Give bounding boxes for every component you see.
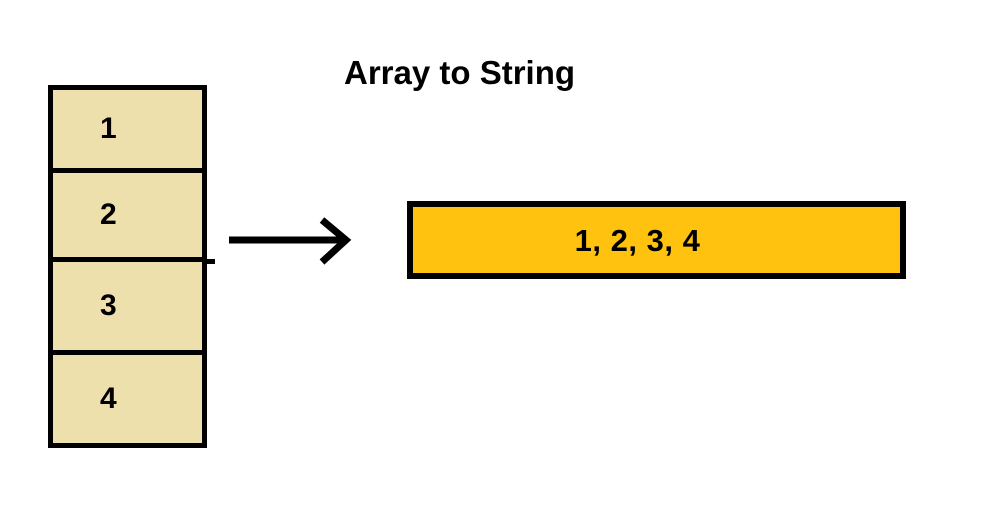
result-string-value: 1, 2, 3, 4 <box>574 222 701 258</box>
array-cell-value: 3 <box>100 289 117 322</box>
array-edge-tick <box>205 259 215 264</box>
page-title: Array to String <box>344 54 576 91</box>
arrow-right-icon <box>229 217 352 265</box>
array-cell: 4 <box>53 355 202 443</box>
array-cell: 1 <box>53 90 202 173</box>
array-cell-value: 4 <box>100 382 117 415</box>
source-array: 1 2 3 4 <box>48 85 207 448</box>
array-cell-value: 1 <box>100 112 117 145</box>
array-cell: 2 <box>53 173 202 262</box>
array-cell: 3 <box>53 262 202 355</box>
result-string-box: 1, 2, 3, 4 <box>407 201 906 279</box>
array-cell-value: 2 <box>100 198 117 231</box>
